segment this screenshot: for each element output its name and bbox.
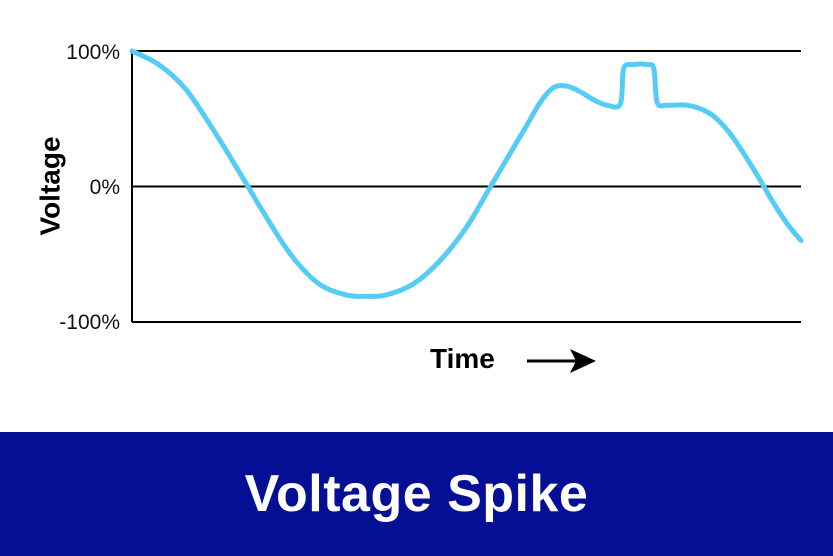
title-banner: Voltage Spike [0, 432, 833, 556]
y-tick-label-0: 0% [90, 176, 120, 199]
y-tick-label-minus-100: -100% [59, 311, 120, 334]
voltage-series-line [129, 48, 804, 299]
y-axis-title: Voltage [34, 136, 65, 235]
chart: 100% 0% -100% Voltage Time [34, 41, 804, 374]
x-axis-arrow-icon [527, 349, 596, 373]
banner-title: Voltage Spike [244, 465, 589, 523]
y-tick-label-100: 100% [66, 41, 120, 64]
x-axis-title: Time [430, 343, 495, 374]
